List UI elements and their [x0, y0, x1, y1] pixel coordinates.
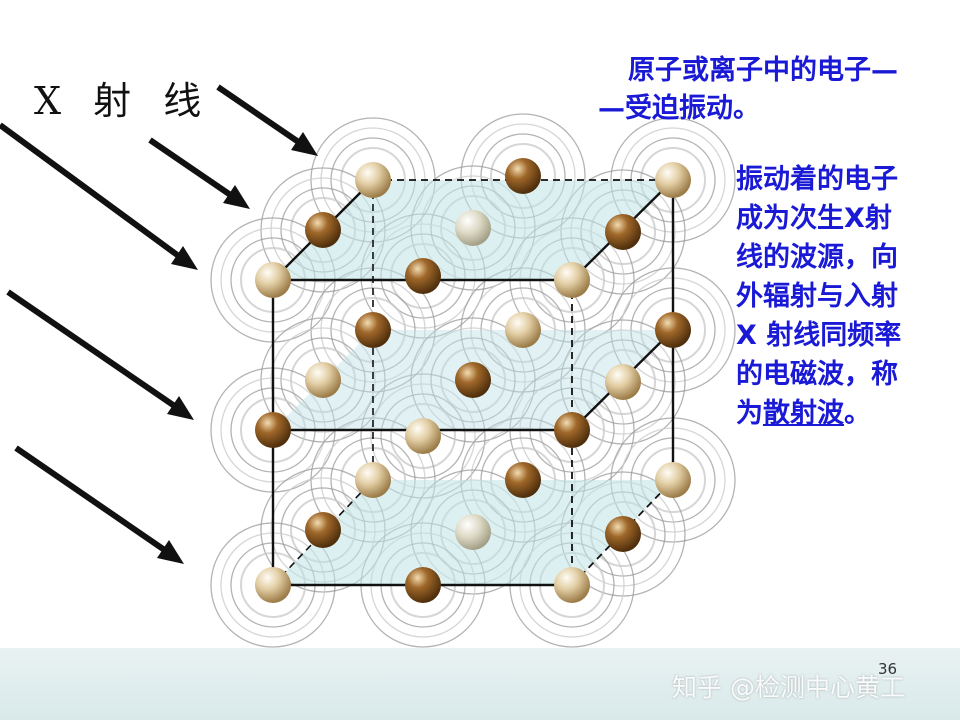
electron-atom-light	[255, 262, 291, 298]
incident-arrows	[0, 84, 318, 564]
electron-atom-light	[605, 364, 641, 400]
incident-xray-arrow-icon	[148, 137, 250, 209]
wave-ring	[580, 339, 666, 425]
bottom-band	[0, 648, 960, 720]
incident-xray-arrow-icon	[0, 122, 198, 270]
note-line: 外辐射与入射	[736, 281, 898, 312]
electron-atom-dark	[355, 312, 391, 348]
note-suffix: 。	[844, 398, 871, 429]
electron-atom-light	[405, 418, 441, 454]
wave-ring	[490, 297, 556, 363]
note-line: 线的波源，向	[736, 242, 898, 273]
electron-atom-light	[455, 210, 491, 246]
electron-atom-dark	[255, 412, 291, 448]
wave-ring	[390, 403, 456, 469]
electron-atom-dark	[455, 362, 491, 398]
atoms	[255, 158, 691, 603]
electron-atom-dark	[505, 462, 541, 498]
note-forced-vibration: 原子或离子中的电子— —受迫振动。	[598, 52, 948, 128]
electron-atom-dark	[305, 512, 341, 548]
incident-xray-arrow-icon	[6, 289, 194, 420]
watermark: 知乎 @检测中心黄工	[672, 673, 905, 702]
electron-atom-light	[655, 162, 691, 198]
electron-atom-dark	[655, 312, 691, 348]
electron-atom-dark	[405, 258, 441, 294]
wave-ring	[290, 347, 356, 413]
wave-ring	[440, 347, 506, 413]
note-prefix: 为	[736, 398, 763, 429]
xray-label: X 射 线	[34, 79, 212, 123]
note-line: 成为次生X射	[736, 203, 892, 234]
incident-xray-arrow-icon	[216, 84, 318, 156]
note-line: 振动着的电子	[736, 164, 898, 195]
electron-atom-light	[554, 262, 590, 298]
electron-atom-dark	[554, 412, 590, 448]
electron-atom-dark	[405, 567, 441, 603]
electron-atom-light	[305, 362, 341, 398]
electron-atom-dark	[605, 516, 641, 552]
note-line: X 射线同频率	[736, 320, 902, 351]
electron-atom-light	[355, 162, 391, 198]
electron-atom-light	[655, 462, 691, 498]
electron-atom-light	[355, 462, 391, 498]
wave-ring	[420, 327, 526, 433]
electron-atom-light	[455, 514, 491, 550]
note-top-line: 原子或离子中的电子—	[628, 55, 898, 86]
page-number: 36	[878, 660, 898, 678]
electron-atom-light	[505, 312, 541, 348]
wave-ring	[260, 317, 386, 443]
note-line: 的电磁波，称	[736, 359, 898, 390]
wave-ring	[280, 337, 366, 423]
electron-atom-dark	[305, 212, 341, 248]
electron-atom-light	[255, 567, 291, 603]
wave-ring	[480, 287, 566, 373]
note-top-line: —受迫振动。	[598, 93, 760, 124]
electron-atom-light	[554, 567, 590, 603]
wave-ring	[270, 327, 376, 433]
scattered-wave-term: 散射波	[763, 398, 844, 429]
wave-ring	[570, 329, 676, 435]
note-scattered-wave: 振动着的电子 成为次生X射 线的波源，向 外辐射与入射 X 射线同频率 的电磁波…	[736, 160, 951, 433]
incident-xray-arrow-icon	[14, 445, 184, 564]
note-line-last: 为散射波。	[736, 394, 951, 433]
electron-atom-dark	[505, 158, 541, 194]
wave-ring	[380, 393, 466, 479]
electron-atom-dark	[605, 214, 641, 250]
